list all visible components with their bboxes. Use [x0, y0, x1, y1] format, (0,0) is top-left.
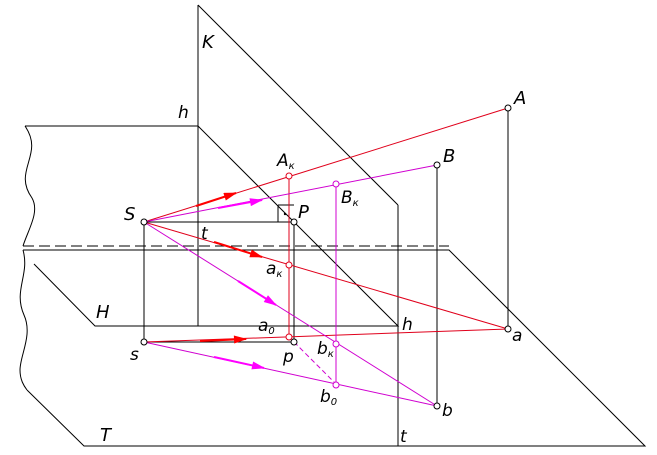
- label-plane-h: H: [96, 302, 110, 323]
- point-b0: [332, 381, 340, 389]
- label-B: B: [443, 146, 455, 167]
- label-bk: bк: [317, 339, 334, 360]
- ray-s-to-B: [143, 164, 438, 223]
- label-a: a: [512, 326, 522, 346]
- label-a0: a0: [258, 316, 275, 337]
- plane-t-wavy-edge: [19, 249, 28, 391]
- frame-lines: [19, 4, 647, 447]
- point-bk: [332, 340, 340, 348]
- label-t-mid: t: [201, 224, 209, 244]
- label-p: p: [282, 347, 294, 367]
- arrow-ground-b: [213, 356, 266, 370]
- plane-t-outline: [23, 249, 647, 447]
- label-b0: b0: [320, 387, 337, 408]
- label-s: s: [130, 345, 139, 365]
- arrow-to-a: [213, 241, 264, 258]
- point-a-rays: [143, 107, 509, 343]
- label-P: P: [298, 202, 309, 223]
- label-h-right: h: [402, 315, 413, 335]
- arrow-ground-a: [199, 335, 248, 344]
- right-angle-dot: [283, 212, 287, 216]
- ray-s-to-a: [143, 221, 509, 330]
- label-plane-k: K: [202, 32, 215, 53]
- label-S: S: [124, 204, 135, 225]
- label-t-bottom: t: [400, 427, 408, 447]
- ray-s-to-b: [143, 221, 438, 407]
- point-Ak: [285, 172, 293, 180]
- point-a0: [285, 333, 293, 341]
- arrow-to-B: [217, 198, 264, 209]
- point-B: [433, 161, 441, 169]
- point-b-rays: [143, 164, 438, 407]
- point-b: [433, 402, 441, 410]
- point-s: [140, 338, 148, 346]
- point-S: [140, 218, 148, 226]
- point-Bk: [332, 180, 340, 188]
- arrow-to-A: [195, 192, 238, 207]
- point-markers: [140, 104, 512, 410]
- arrow-to-b: [237, 280, 278, 306]
- label-b: b: [442, 401, 453, 421]
- label-Bk: Bк: [341, 188, 359, 209]
- ground-ray-s-to-b: [143, 341, 438, 407]
- point-ak: [285, 261, 293, 269]
- label-h-top: h: [178, 103, 189, 123]
- point-a: [504, 325, 512, 333]
- plane-h-outline: [25, 125, 400, 327]
- label-ak: aк: [266, 259, 282, 280]
- label-plane-t: T: [100, 425, 113, 446]
- label-Ak: Aк: [276, 151, 295, 172]
- plane-k-top-edge: [197, 4, 399, 206]
- point-P: [290, 218, 298, 226]
- point-p: [290, 338, 298, 346]
- point-A: [504, 104, 512, 112]
- dashed-p-to-b0: [293, 341, 337, 385]
- label-A: A: [513, 88, 526, 109]
- plane-h-wavy-edge: [22, 125, 36, 247]
